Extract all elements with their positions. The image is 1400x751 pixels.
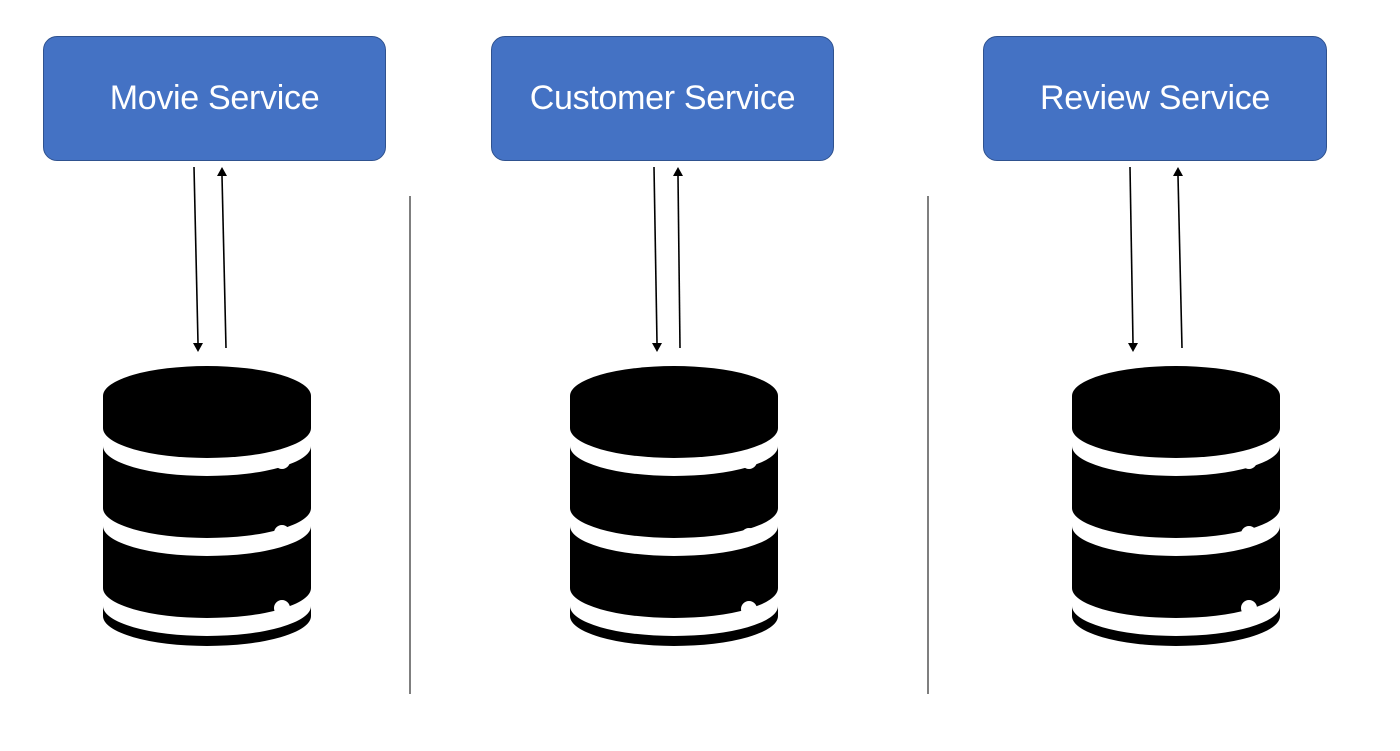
movie-service-label: Movie Service (109, 79, 320, 117)
review-service-box: Review Service (983, 36, 1327, 161)
movie-arrows (193, 166, 227, 352)
customer-arrows (652, 166, 683, 352)
review-service-label: Review Service (1039, 79, 1271, 117)
movie-arrowhead-down (193, 343, 203, 352)
customer-arrowhead-down (652, 343, 662, 352)
customer-arrow-down (653, 166, 658, 344)
review-arrowhead-down (1128, 343, 1138, 352)
movie-arrow-up (221, 175, 227, 349)
movie-service-box: Movie Service (43, 36, 386, 161)
movie-arrowhead-up (217, 167, 227, 176)
review-arrows (1128, 166, 1183, 352)
customer-arrow-up (677, 175, 681, 349)
movie-database-shape (103, 366, 311, 646)
review-arrowhead-up (1173, 167, 1183, 176)
customer-service-label: Customer Service (529, 79, 796, 117)
review-database-shape (1072, 366, 1280, 646)
movie-arrow-down (193, 166, 199, 344)
customer-arrowhead-up (673, 167, 683, 176)
customer-service-box: Customer Service (491, 36, 834, 161)
customer-database-shape (570, 366, 778, 646)
review-arrow-down (1129, 166, 1134, 344)
review-arrow-up (1177, 175, 1183, 349)
